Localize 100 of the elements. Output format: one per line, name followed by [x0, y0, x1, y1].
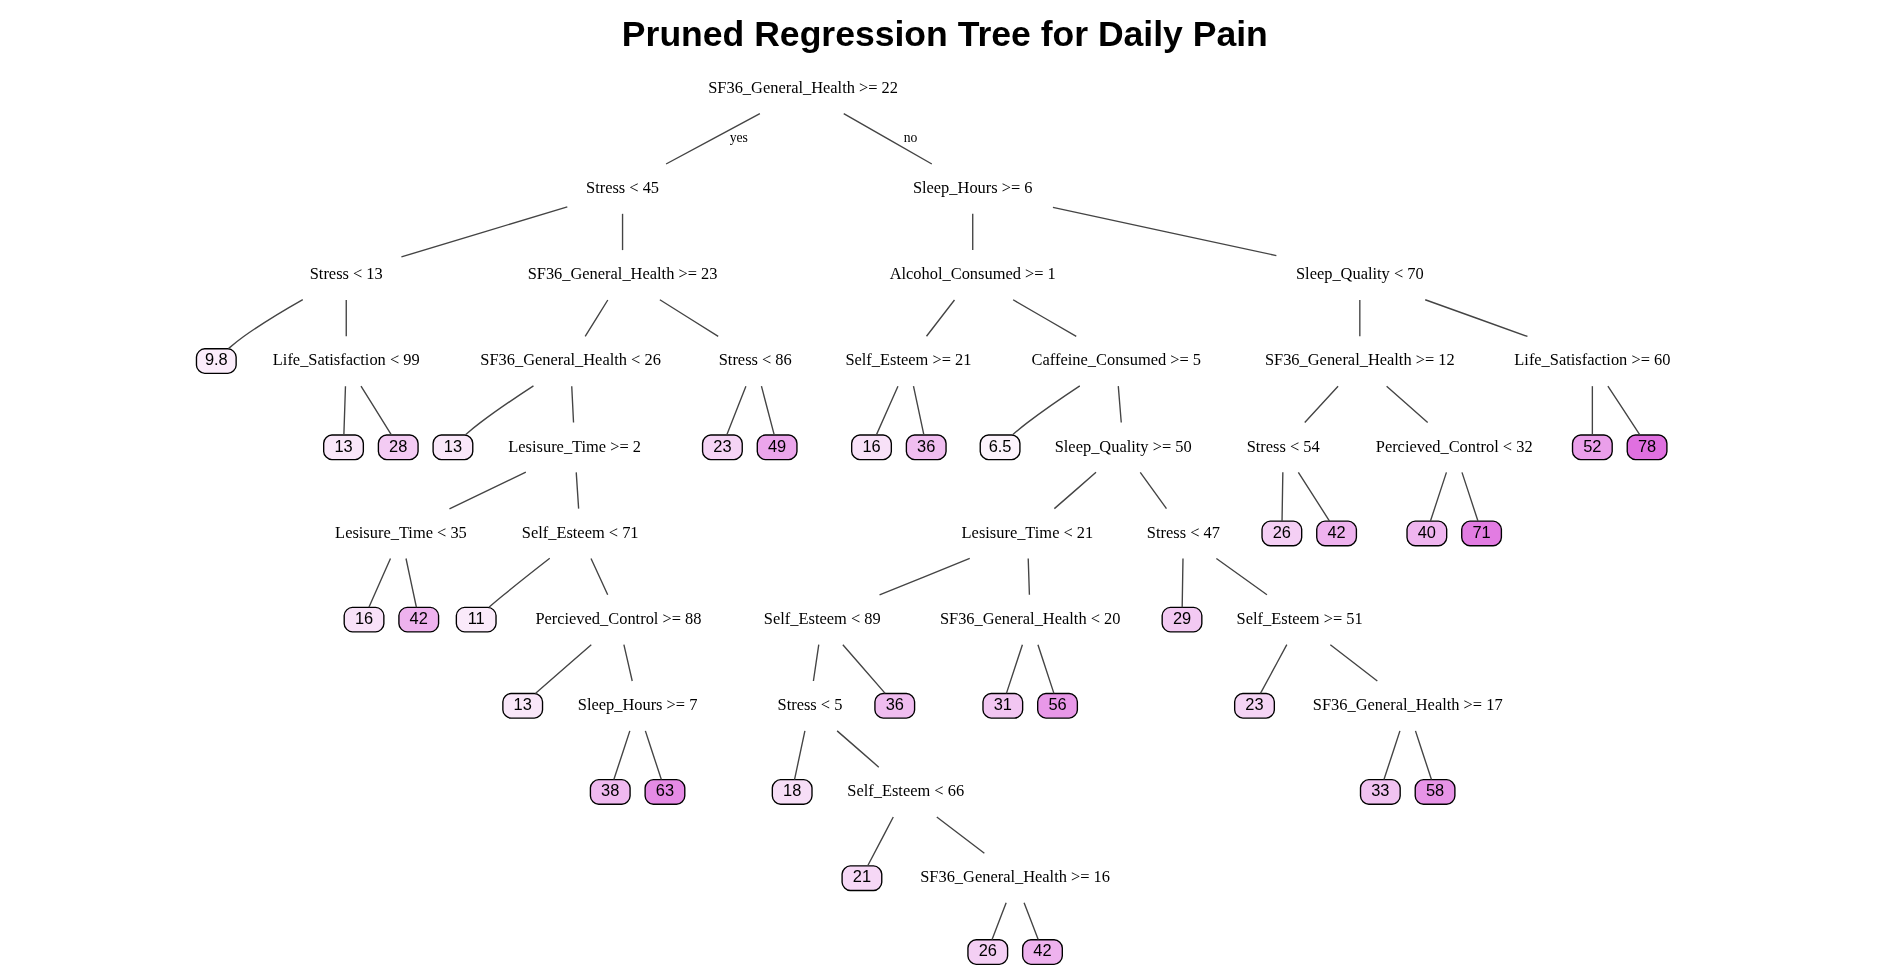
edge-label: no [903, 130, 918, 146]
node-text: SF36_General_Health < 20 [939, 608, 1121, 628]
node-text: Lesisure_Time < 35 [335, 522, 467, 542]
node-text: SF36_General_Health >= 22 [708, 78, 899, 98]
connector [1023, 902, 1039, 941]
connector [448, 471, 527, 510]
connector [1281, 471, 1284, 522]
node-box: 23 [1234, 692, 1276, 719]
connector [836, 730, 880, 768]
connector [571, 385, 575, 424]
connector [867, 816, 894, 867]
node-box: 56 [1037, 692, 1079, 719]
node-text: Sleep_Hours >= 7 [577, 695, 698, 715]
connector [925, 299, 956, 337]
connector [659, 299, 719, 338]
node-text: Sleep_Hours >= 6 [912, 178, 1033, 197]
connector [1329, 644, 1378, 682]
node-text: Caffeine_Consumed >= 5 [1031, 350, 1202, 370]
connector [760, 385, 775, 436]
node-box: 63 [644, 779, 686, 805]
node-text: Self_Esteem < 89 [763, 608, 881, 628]
node-text: Self_Esteem < 71 [521, 522, 639, 542]
connector [1383, 730, 1401, 781]
node-box: 31 [982, 692, 1024, 719]
connector [972, 213, 974, 251]
connector [1461, 471, 1479, 522]
node-box: 58 [1414, 779, 1456, 805]
node-text: Stress < 86 [718, 350, 792, 370]
node-box: 26 [967, 939, 1009, 965]
node-text: Sleep_Quality < 70 [1295, 264, 1424, 284]
connector [1052, 206, 1278, 257]
connector [1414, 730, 1433, 781]
connector [228, 298, 304, 350]
connector [405, 557, 418, 608]
node-text: Self_Esteem < 66 [847, 781, 965, 801]
node-text: Percieved_Control >= 88 [535, 608, 702, 628]
node-box: 71 [1461, 520, 1503, 547]
connector [1011, 385, 1081, 436]
connector [875, 385, 899, 436]
node-box: 6.5 [979, 434, 1021, 461]
connector [534, 644, 592, 695]
connector [621, 213, 624, 251]
node-box: 21 [841, 865, 883, 892]
node-text: Percieved_Control < 32 [1375, 436, 1533, 456]
node-box: 26 [1261, 520, 1303, 547]
node-text: Stress < 13 [309, 264, 383, 284]
node-text: SF36_General_Health >= 16 [920, 867, 1111, 887]
connector [1297, 471, 1331, 522]
node-box: 16 [343, 606, 385, 633]
connector [360, 385, 393, 436]
node-box: 36 [874, 692, 916, 719]
connector [590, 557, 609, 596]
connector [912, 385, 925, 436]
node-box: 38 [589, 779, 631, 805]
connector [878, 557, 971, 596]
connector [1139, 471, 1168, 510]
node-box: 42 [1316, 520, 1358, 547]
connector [1117, 385, 1122, 424]
connector [1005, 644, 1024, 695]
connector [842, 644, 886, 695]
node-text: SF36_General_Health >= 23 [527, 264, 718, 284]
connector [1591, 385, 1594, 436]
node-text: Stress < 45 [586, 178, 660, 197]
connector [1012, 299, 1077, 338]
node-box: 29 [1161, 606, 1203, 633]
connector [1607, 385, 1641, 436]
connector [613, 730, 631, 781]
node-box: 42 [1021, 939, 1063, 965]
node-box: 42 [398, 606, 440, 633]
connector [488, 557, 551, 608]
node-text: Life_Satisfaction < 99 [272, 350, 420, 370]
connector [726, 385, 747, 436]
connector [1215, 557, 1268, 596]
node-text: SF36_General_Health >= 17 [1312, 695, 1503, 715]
connector [843, 112, 933, 165]
connector [1053, 471, 1097, 510]
connector [1181, 557, 1184, 608]
connector [1385, 385, 1429, 424]
node-text: Stress < 54 [1246, 436, 1320, 456]
edge-label: yes [729, 130, 748, 146]
connector [1037, 644, 1055, 695]
node-text: Lesisure_Time >= 2 [508, 436, 642, 456]
connector [343, 385, 347, 436]
node-box: 49 [756, 434, 798, 461]
node-box: 16 [851, 434, 893, 461]
node-text: Life_Satisfaction >= 60 [1514, 350, 1671, 370]
node-box: 33 [1359, 779, 1401, 805]
node-box: 36 [905, 434, 947, 461]
node-text: Stress < 5 [777, 695, 843, 715]
node-box: 40 [1406, 520, 1448, 547]
connector [644, 730, 663, 781]
node-box: 52 [1571, 434, 1613, 461]
node-box: 78 [1626, 434, 1668, 461]
node-text: Alcohol_Consumed >= 1 [889, 264, 1056, 284]
node-text: Sleep_Quality >= 50 [1054, 436, 1192, 456]
connector [368, 557, 392, 608]
connector [1359, 299, 1361, 337]
node-box: 13 [502, 692, 544, 719]
node-text: Stress < 47 [1146, 522, 1220, 542]
connector [575, 471, 580, 510]
